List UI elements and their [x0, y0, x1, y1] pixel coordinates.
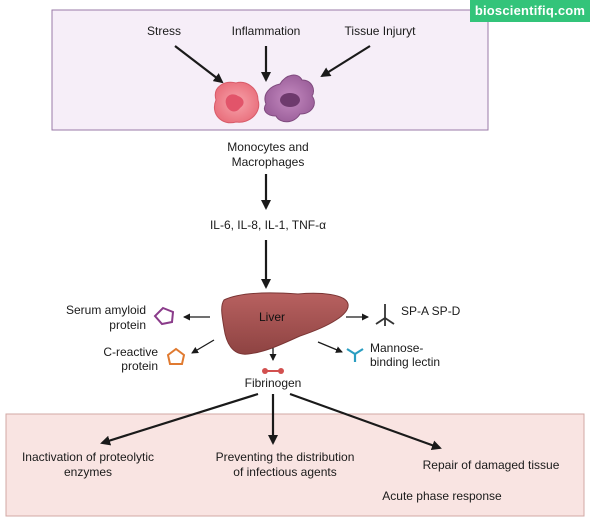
preventing-label-line1: Preventing the distribution: [216, 450, 355, 464]
fibrinogen-label: Fibrinogen: [245, 376, 302, 390]
mannose-lectin-icon: [346, 348, 364, 362]
cells-label-line1: Monocytes and: [227, 140, 308, 154]
serum-amyloid-label-line2: protein: [109, 318, 146, 332]
fibrinogen-icon: [262, 368, 284, 374]
tissue-injury-label: Tissue Injuryt: [345, 24, 417, 38]
site-watermark: bioscientifiq.com: [470, 0, 590, 22]
stress-arrow: [174, 45, 224, 84]
surfactant-protein-icon: [375, 304, 395, 326]
liver-to-mannose-arrow: [317, 341, 343, 353]
cytokines-label: IL-6, IL-8, IL-1, TNF-α: [210, 218, 326, 232]
serum-amyloid-icon: [153, 306, 175, 326]
tissue-injury-arrow: [320, 45, 371, 78]
liver-label: Liver: [259, 310, 285, 324]
serum-amyloid-label-line1: Serum amyloid: [66, 303, 146, 317]
acute-phase-response-label: Acute phase response: [382, 489, 502, 503]
liver-icon: [221, 292, 349, 355]
mannose-label-line2: binding lectin: [370, 355, 440, 369]
repair-label: Repair of damaged tissue: [423, 458, 560, 472]
preventing-label-line2: of infectious agents: [233, 465, 336, 479]
c-reactive-icon: [166, 347, 186, 365]
to-inactivation-arrow: [100, 392, 259, 446]
liver-to-c-reactive-arrow: [191, 339, 215, 354]
inactivation-label-line1: Inactivation of proteolytic: [22, 450, 154, 464]
sp-label: SP-A SP-D: [401, 304, 461, 318]
inflammation-label: Inflammation: [232, 24, 301, 38]
macrophage-icon: [263, 74, 315, 123]
monocyte-icon: [214, 81, 260, 124]
mannose-label-line1: Mannose-: [370, 341, 423, 355]
c-reactive-label-line2: protein: [121, 359, 158, 373]
stress-label: Stress: [147, 24, 181, 38]
c-reactive-label-line1: C-reactive: [103, 345, 158, 359]
inactivation-label-line2: enzymes: [64, 465, 112, 479]
response-panel: [5, 413, 585, 517]
to-repair-arrow: [289, 392, 442, 450]
cells-label-line2: Macrophages: [232, 155, 305, 169]
